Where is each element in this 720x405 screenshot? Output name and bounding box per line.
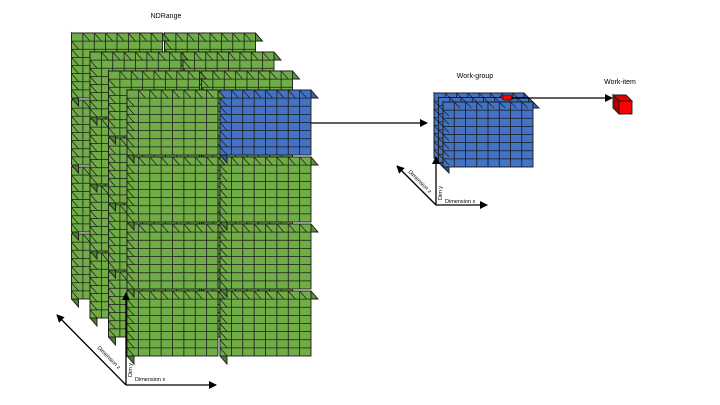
ndrange-block-l1-r2-c0-side-grid [108,212,116,271]
ndrange-block-l0-r2-c1-side-grid [219,231,228,290]
ndrange-block-l0-r0-c0-side-grid [126,97,135,156]
workitem-highlight-cell-front [502,94,513,101]
ndrange-block-l0-r2-c0-front-grid [127,224,218,289]
workgroup-title: Work-group [457,73,494,80]
ndrange-block-l0-r3-c1 [219,289,319,366]
workgroup-dim-y-label: Dim y [438,186,444,200]
ndrange-dim-y-label: Dim y [128,363,134,377]
workgroup-axis-z-arrow [396,165,437,206]
ndrange-block-l0-r1-c1-side-grid [219,164,228,223]
ndrange-block-l2-r2-c0-side-grid [89,193,98,252]
ndrange-axis-z-arrow [56,314,127,386]
ndrange-block-l1-r3-c0-side-grid [108,279,116,338]
ndrange-title: NDRange [151,13,182,20]
ndrange-block-l0-r2-c0-top-grid [138,223,214,233]
ndrange-block-l2-r0-c1-top-grid [194,51,270,61]
ndrange-cube [70,31,319,366]
workgroup-layer-0-side-grid [442,109,450,166]
workgroup-layer-0 [441,100,541,175]
ndrange-block-l0-r3-c0-front-grid [127,291,218,356]
ndrange-block-l3-r0-c1-top-grid [175,32,252,42]
ndrange-block-l0-r1-c0-front-grid [127,157,218,222]
ndrange-block-l3-r3-c0-side-grid [71,241,79,300]
ndrange-block-l1-r0-c0-top-grid [119,70,196,80]
ndrange-block-l0-r2-c0-side-grid [126,231,135,290]
ndrange-block-l0-r0-c1-workgroup-front-grid [220,90,311,155]
ndrange-block-l1-r0-c0-side-grid [108,78,116,137]
ndrange-block-l0-r1-c0-top-grid [138,156,214,166]
ndrange-block-l3-r0-c0-side-grid [71,40,79,99]
ndrange-block-l0-r3-c0-top-grid [138,290,214,300]
ndrange-block-l0-r2-c1-top-grid [231,223,307,233]
ndrange-block-l0-r1-c1-top-grid [231,156,307,166]
ndrange-block-l0-r2-c1-front-grid [220,224,311,289]
ndrange-block-l0-r0-c1-workgroup [219,88,319,165]
ndrange-block-l0-r3-c0 [126,289,226,366]
workgroup-layer-2-side-grid [433,100,441,157]
ndrange-block-l0-r0-c0 [126,88,226,165]
ndrange-block-l0-r2-c1 [219,222,319,299]
workgroup-layer-1-top-grid [449,97,524,104]
workgroup-layer-0-front-grid [443,102,533,167]
ndrange-block-l0-r2-c0 [126,222,226,299]
ndrange-block-l1-r0-c1-top-grid [212,70,289,80]
ndrange-block-l1-r1-c0-side-grid [108,145,116,204]
workitem-cube [611,93,634,116]
workgroup-dimension-x-label: Dimension x [445,199,476,205]
ndrange-block-l3-r2-c0-side-grid [71,174,79,233]
ndrange-block-l2-r3-c0-side-grid [89,260,98,319]
ndrange-dimension-x-label: Dimension x [135,377,166,383]
workgroup-layer-1-side-grid [438,105,445,161]
ndrange-block-l0-r0-c0-front-grid [127,90,218,155]
workitem-cube-front [618,100,633,115]
ndrange-block-l0-r1-c0 [126,155,226,232]
ndrange-block-l0-r1-c1-front-grid [220,157,311,222]
ndrange-block-l0-r0-c0-top-grid [138,89,214,99]
ndrange-block-l3-r1-c0-side-grid [71,107,79,166]
ndrange-block-l3-r0-c0-top-grid [82,32,159,42]
ndrange-block-l0-r1-c1 [219,155,319,232]
workgroup-layer-0-top-grid [454,101,528,109]
ndrange-block-l1-r0-c0 [107,69,208,146]
ndrange-block-l0-r3-c1-side-grid [219,298,228,357]
ndrange-block-l0-r1-c0-side-grid [126,164,135,223]
ndrange-block-l2-r0-c0-side-grid [89,59,98,118]
workitem-title: Work-item [604,79,636,86]
workgroup-dimension-z-label: Dimension z [407,169,433,195]
workgroup-layer-2-top-grid [445,92,519,100]
ndrange-block-l0-r3-c1-top-grid [231,290,307,300]
ndrange-block-l0-r3-c0-side-grid [126,298,135,357]
workgroup-cube [432,91,541,175]
ndrange-block-l0-r0-c1-workgroup-top-grid [231,89,307,99]
ndrange-block-l0-r3-c1-front-grid [220,291,311,356]
ndrange-block-l2-r1-c0-side-grid [89,126,98,185]
ndrange-block-l0-r0-c1-workgroup-side-grid [219,97,228,156]
ndrange-block-l2-r0-c0-top-grid [101,51,177,61]
